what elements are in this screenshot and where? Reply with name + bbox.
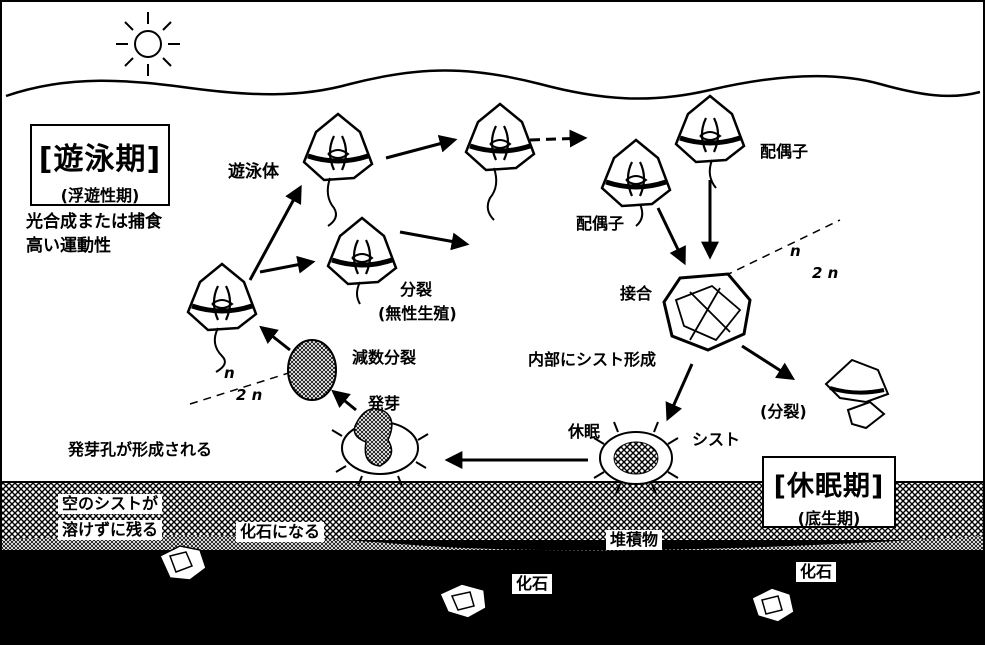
water-surface: [5, 69, 981, 100]
label-ploidy-n-left: n: [224, 364, 235, 382]
label-cyst: シスト: [692, 430, 741, 449]
swimmer-cell-icon: [188, 264, 256, 373]
benthic-phase-title: [休眠期]: [773, 471, 885, 502]
deep-sediment: [2, 540, 983, 643]
label-division: 分裂: [400, 280, 433, 299]
label-fusion: 接合: [620, 284, 653, 303]
label-asexual: (無性生殖): [378, 304, 457, 323]
gamete-cell-icon: [676, 96, 744, 189]
ploidy-boundary-line: [711, 219, 841, 283]
label-germination: 発芽: [368, 394, 401, 413]
planktonic-trait-1: 光合成または捕食: [26, 212, 162, 232]
germinating-cyst-icon: [331, 407, 429, 487]
gamete-cell-icon: [602, 140, 670, 227]
split-theca-icon: [824, 358, 890, 430]
label-meiosis: 減数分裂: [352, 348, 417, 367]
label-swimmer: 遊泳体: [228, 162, 279, 182]
label-pore-forms: 発芽孔が形成される: [68, 440, 213, 459]
label-ploidy-n-right: n: [790, 242, 801, 260]
planktonic-phase-subtitle: (浮遊性期): [60, 186, 140, 205]
planktonic-phase-title: [遊泳期]: [38, 142, 162, 177]
label-empty-cyst-2: 溶けずに残る: [58, 520, 163, 540]
fossil-cyst-icon: [751, 587, 795, 623]
label-ploidy-2n-right: 2 n: [812, 264, 839, 282]
fossil-cyst-icon: [439, 583, 487, 619]
sun-icon: [116, 12, 180, 76]
ploidy-boundary-line: [189, 359, 331, 405]
label-division-paren: (分裂): [760, 402, 807, 421]
label-gamete-left: 配偶子: [576, 214, 625, 233]
swimmer-cell-icon: [304, 114, 372, 227]
cycle-arrows: [248, 129, 796, 469]
benthic-phase-box: [休眠期] (底生期): [762, 456, 896, 528]
label-becomes-fossil: 化石になる: [236, 522, 325, 542]
fossil-cyst-icon: [159, 545, 207, 581]
planktonic-phase-box: [遊泳期] (浮遊性期): [30, 124, 170, 206]
benthic-phase-subtitle: (底生期): [797, 509, 861, 528]
swimmer-cell-icon: [328, 218, 396, 305]
label-ploidy-2n-left: 2 n: [236, 386, 263, 404]
label-empty-cyst-1: 空のシストが: [58, 494, 163, 514]
label-dormancy: 休眠: [568, 422, 601, 441]
resting-cyst-icon: [593, 421, 679, 495]
label-gamete-right: 配偶子: [760, 142, 809, 161]
swimmer-cell-icon: [466, 104, 534, 221]
zygote-cell-icon: [662, 272, 752, 352]
meiosis-cell-icon: [287, 339, 337, 401]
label-sediment: 堆積物: [606, 530, 663, 550]
label-cyst-forms-inside: 内部にシスト形成: [528, 350, 657, 369]
label-fossil-1: 化石: [512, 574, 553, 594]
planktonic-trait-2: 高い運動性: [26, 236, 111, 256]
label-fossil-2: 化石: [796, 562, 837, 582]
